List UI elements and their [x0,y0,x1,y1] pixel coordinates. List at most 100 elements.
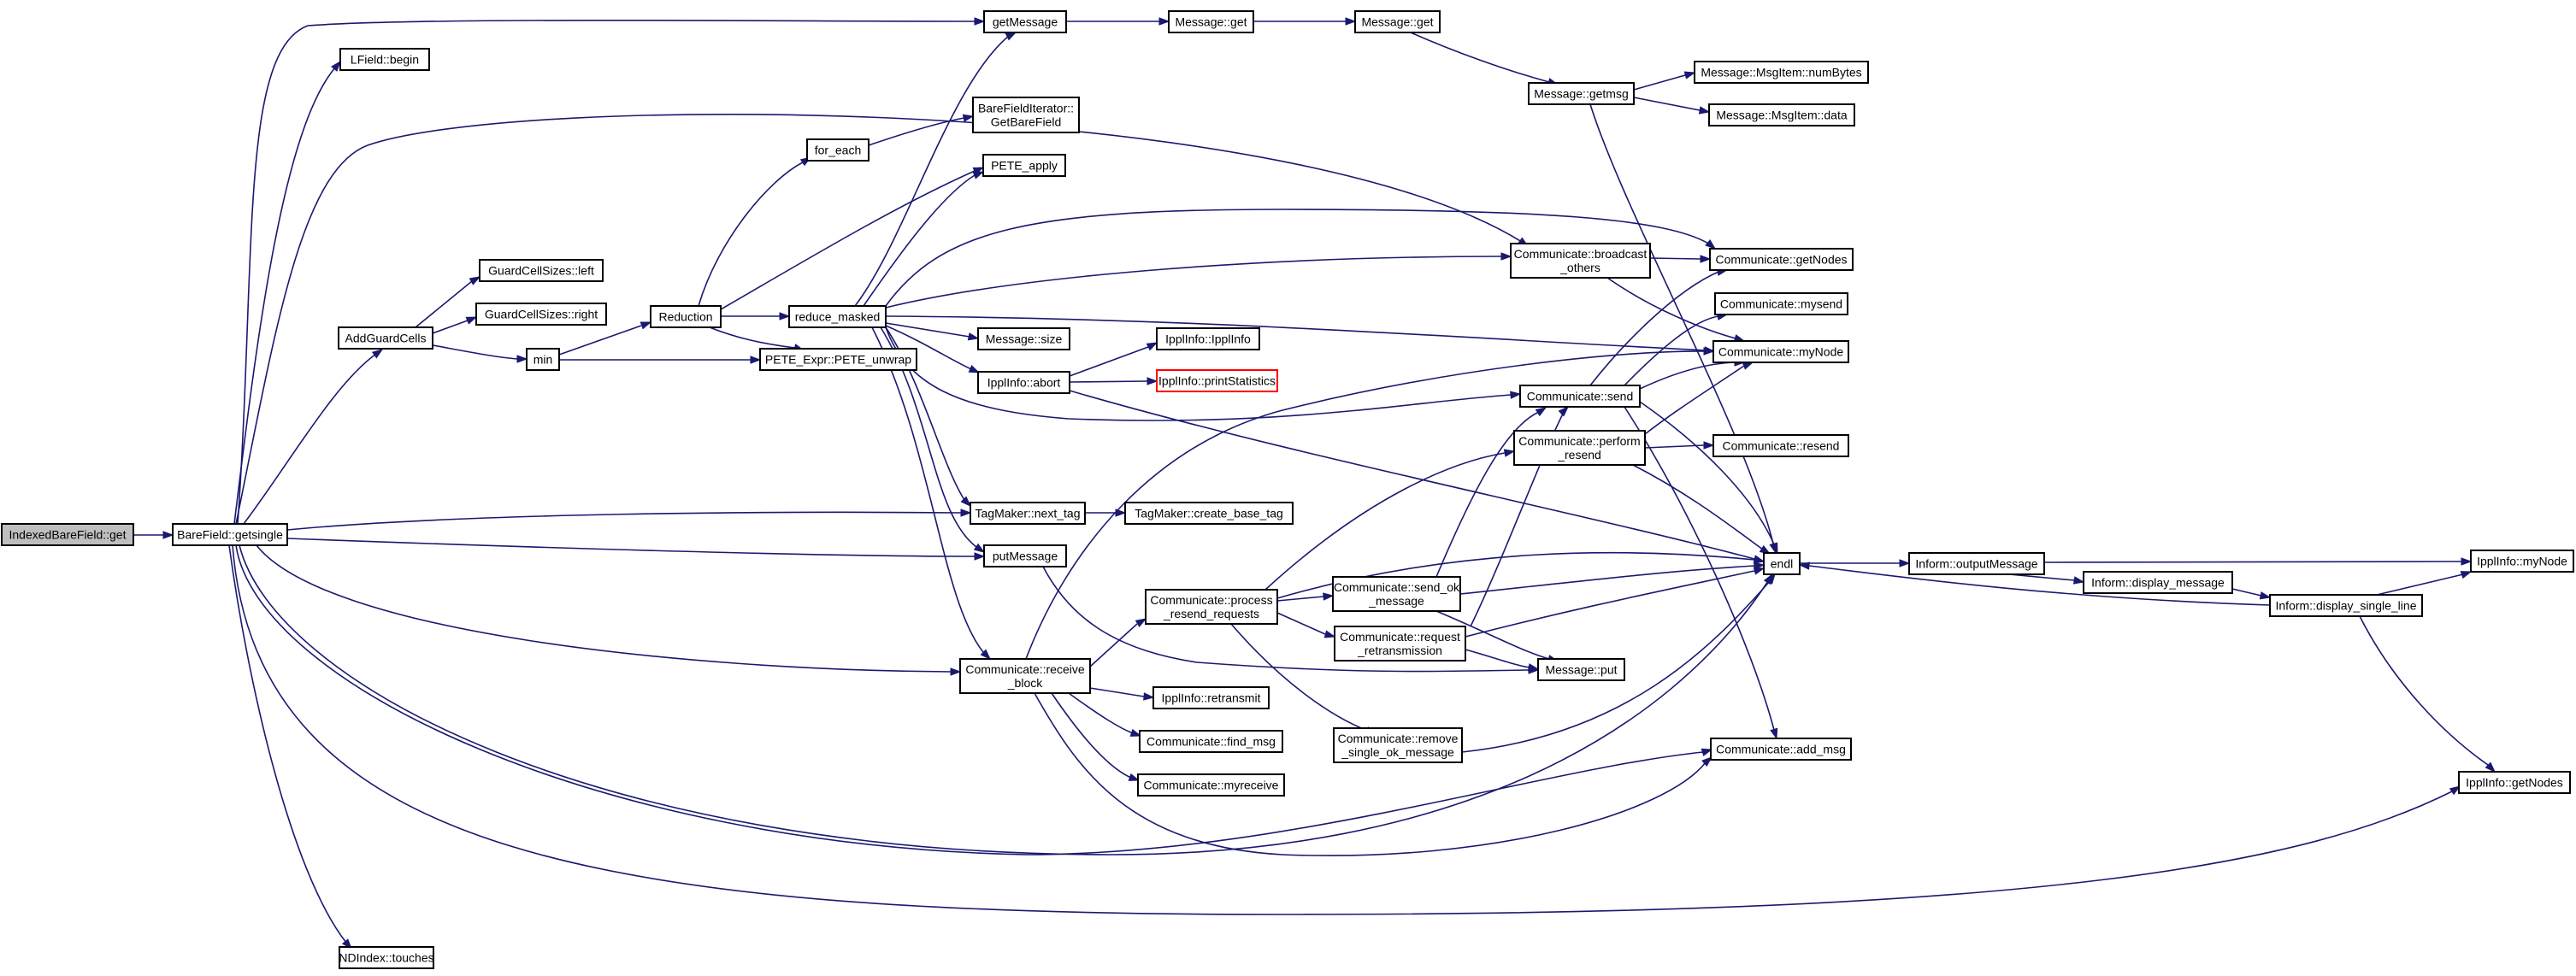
node-ipplinfo-getnodes[interactable]: IpplInfo::getNodes [2458,771,2571,794]
node-box[interactable] [806,138,869,162]
node-ipplinfo-abort[interactable]: IpplInfo::abort [977,371,1070,394]
node-box[interactable] [1,523,134,546]
node-communicate-myreceive[interactable]: Communicate::myreceive [1137,773,1285,797]
node-pete-apply[interactable]: PETE_apply [982,154,1066,177]
node-box[interactable] [1712,340,1849,363]
node-box[interactable] [1156,327,1260,350]
node-box[interactable] [1537,658,1625,681]
node-box[interactable] [479,259,604,282]
node-communicate-send-ok[interactable]: Communicate::send_ok_message [1332,576,1461,612]
node-box[interactable] [1139,730,1283,753]
node-barefield-getsingle[interactable]: BareField::getsingle [172,523,288,546]
node-ndindex-touches[interactable]: NDIndex::touches [339,946,434,969]
node-box[interactable] [1334,626,1466,661]
node-endl[interactable]: endl [1763,552,1801,575]
node-box[interactable] [1708,103,1855,126]
node-communicate-receive-block[interactable]: Communicate::receive_block [959,658,1091,694]
node-indexedbarefield-get[interactable]: IndexedBareField::get [1,523,134,546]
node-getmessage[interactable]: getMessage [983,10,1067,33]
node-box[interactable] [1513,430,1646,466]
node-communicate-mynode[interactable]: Communicate::myNode [1712,340,1849,363]
node-pete-expr-unwrap[interactable]: PETE_Expr::PETE_unwrap [759,348,917,371]
node-box[interactable] [526,348,560,371]
node-box[interactable] [1709,248,1854,271]
node-box[interactable] [1714,292,1848,315]
node-min[interactable]: min [526,348,560,371]
node-inform-outputmessage[interactable]: Inform::outputMessage [1908,552,2045,575]
node-ipplinfo-ipplinfo[interactable]: IpplInfo::IpplInfo [1156,327,1260,350]
node-box[interactable] [1510,243,1651,279]
node-for-each[interactable]: for_each [806,138,869,162]
node-message-get-1[interactable]: Message::get [1168,10,1254,33]
node-box[interactable] [2083,571,2233,594]
node-msgitem-data[interactable]: Message::MsgItem::data [1708,103,1855,126]
node-box[interactable] [2458,771,2571,794]
node-box[interactable] [970,502,1086,525]
node-communicate-process-resend[interactable]: Communicate::process_resend_requests [1145,589,1278,625]
node-barefielditerator[interactable]: BareFieldIterator::GetBareField [972,97,1080,133]
node-box[interactable] [1124,502,1294,525]
node-communicate-getnodes[interactable]: Communicate::getNodes [1709,248,1854,271]
node-box[interactable] [339,946,434,969]
node-message-getmsg[interactable]: Message::getmsg [1528,82,1635,105]
node-communicate-remove-single-ok[interactable]: Communicate::remove_single_ok_message [1333,727,1463,763]
node-box[interactable] [1332,576,1461,612]
node-box[interactable] [982,154,1066,177]
node-putmessage[interactable]: putMessage [983,544,1067,567]
node-box[interactable] [983,544,1067,567]
node-message-get-2[interactable]: Message::get [1354,10,1441,33]
node-tagmaker-next-tag[interactable]: TagMaker::next_tag [970,502,1086,525]
node-communicate-resend[interactable]: Communicate::resend [1712,434,1849,457]
node-msgitem-numbytes[interactable]: Message::MsgItem::numBytes [1694,61,1869,84]
node-box[interactable] [977,327,1070,350]
node-box[interactable] [1156,369,1278,392]
node-box[interactable] [1908,552,2045,575]
node-box[interactable] [1712,434,1849,457]
node-reduction[interactable]: Reduction [650,305,722,328]
node-message-size[interactable]: Message::size [977,327,1070,350]
node-box[interactable] [1519,385,1641,408]
node-communicate-find-msg[interactable]: Communicate::find_msg [1139,730,1283,753]
node-box[interactable] [1137,773,1285,797]
node-ipplinfo-printstatistics[interactable]: IpplInfo::printStatistics [1156,369,1278,392]
node-box[interactable] [650,305,722,328]
node-box[interactable] [759,348,917,371]
node-box[interactable] [339,48,430,71]
node-box[interactable] [788,305,887,328]
node-box[interactable] [983,10,1067,33]
node-ipplinfo-retransmit[interactable]: IpplInfo::retransmit [1152,686,1270,709]
node-box[interactable] [1145,589,1278,625]
node-message-put[interactable]: Message::put [1537,658,1625,681]
node-communicate-mysend[interactable]: Communicate::mysend [1714,292,1848,315]
node-guardcellsizes-left[interactable]: GuardCellSizes::left [479,259,604,282]
node-box[interactable] [1710,738,1852,761]
node-box[interactable] [972,97,1080,133]
node-tagmaker-create-base-tag[interactable]: TagMaker::create_base_tag [1124,502,1294,525]
node-box[interactable] [959,658,1091,694]
node-communicate-broadcast[interactable]: Communicate::broadcast_others [1510,243,1651,279]
node-box[interactable] [1528,82,1635,105]
node-box[interactable] [475,303,607,326]
node-communicate-add-msg[interactable]: Communicate::add_msg [1710,738,1852,761]
node-inform-display-single-line[interactable]: Inform::display_single_line [2269,594,2423,617]
node-box[interactable] [338,326,433,350]
node-box[interactable] [1333,727,1463,763]
node-guardcellsizes-right[interactable]: GuardCellSizes::right [475,303,607,326]
node-box[interactable] [1763,552,1801,575]
node-box[interactable] [2269,594,2423,617]
node-box[interactable] [1168,10,1254,33]
node-addguardcells[interactable]: AddGuardCells [338,326,433,350]
node-box[interactable] [1152,686,1270,709]
node-communicate-send[interactable]: Communicate::send [1519,385,1641,408]
node-box[interactable] [172,523,288,546]
node-communicate-request-retransmission[interactable]: Communicate::request_retransmission [1334,626,1466,661]
node-ipplinfo-mynode[interactable]: IpplInfo::myNode [2470,550,2574,573]
node-inform-display-message[interactable]: Inform::display_message [2083,571,2233,594]
node-communicate-perform-resend[interactable]: Communicate::perform_resend [1513,430,1646,466]
node-box[interactable] [1694,61,1869,84]
node-box[interactable] [2470,550,2574,573]
node-box[interactable] [1354,10,1441,33]
node-lfield-begin[interactable]: LField::begin [339,48,430,71]
node-box[interactable] [977,371,1070,394]
node-reduce-masked[interactable]: reduce_masked [788,305,887,328]
